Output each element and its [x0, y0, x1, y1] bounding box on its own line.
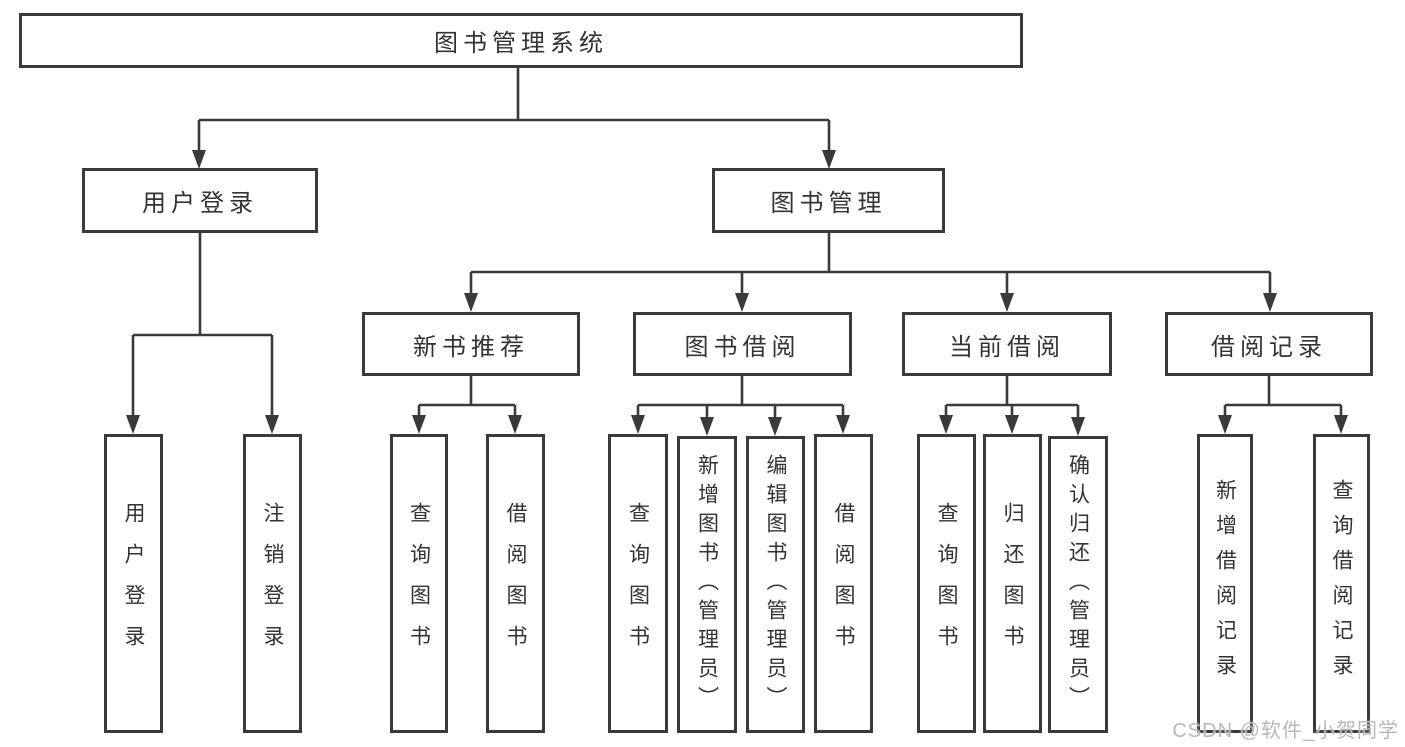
leaf-borrow-query-books-label: 查询图书: [626, 501, 650, 666]
leaf-current-confirm-return-admin-label: 确认归还（管理员）: [1066, 454, 1090, 715]
leaf-current-query-books: 查询图书: [917, 434, 976, 733]
leaf-records-query-record: 查询借阅记录: [1313, 434, 1370, 733]
node-book-borrow: 图书借阅: [633, 312, 852, 376]
node-book-borrow-label: 图书借阅: [684, 333, 801, 361]
leaf-user-login: 用户登录: [104, 434, 163, 733]
leaf-records-add-record: 新增借阅记录: [1197, 434, 1253, 733]
leaf-borrow-borrow-books-label: 借阅图书: [832, 501, 855, 666]
node-new-book-recommend-label: 新书推荐: [413, 333, 529, 361]
node-user-login-label: 用户登录: [142, 190, 258, 217]
node-book-management-label: 图书管理: [770, 190, 887, 217]
leaf-logout: 注销登录: [243, 434, 302, 733]
leaf-borrow-query-books: 查询图书: [608, 434, 668, 733]
node-root: 图书管理系统: [19, 13, 1023, 68]
leaf-logout-label: 注销登录: [261, 501, 284, 666]
leaf-records-query-record-label: 查询借阅记录: [1330, 478, 1353, 689]
leaf-recommend-borrow-books: 借阅图书: [486, 434, 545, 733]
leaf-recommend-query-books-label: 查询图书: [407, 501, 431, 666]
leaf-borrow-edit-books-admin: 编辑图书（管理员）: [746, 436, 805, 733]
leaf-current-query-books-label: 查询图书: [935, 501, 958, 666]
node-borrow-records-label: 借阅记录: [1211, 333, 1327, 361]
leaf-current-return-books-label: 归还图书: [1001, 501, 1024, 666]
node-book-management: 图书管理: [712, 168, 945, 233]
leaf-records-add-record-label: 新增借阅记录: [1213, 478, 1237, 689]
leaf-current-return-books: 归还图书: [983, 434, 1042, 733]
watermark: CSDN @软件_小贺同学: [1172, 720, 1399, 742]
node-new-book-recommend: 新书推荐: [362, 312, 580, 376]
node-current-borrow-label: 当前借阅: [949, 333, 1065, 361]
leaf-borrow-edit-books-admin-label: 编辑图书（管理员）: [764, 454, 787, 715]
node-user-login: 用户登录: [82, 168, 318, 233]
node-root-label: 图书管理系统: [434, 30, 608, 57]
node-current-borrow: 当前借阅: [902, 312, 1112, 376]
arrowheads: [126, 150, 1348, 436]
leaf-borrow-borrow-books: 借阅图书: [814, 434, 873, 733]
leaf-borrow-add-books-admin-label: 新增图书（管理员）: [695, 454, 719, 715]
leaf-current-confirm-return-admin: 确认归还（管理员）: [1048, 436, 1108, 733]
leaf-borrow-add-books-admin: 新增图书（管理员）: [677, 436, 737, 733]
leaf-recommend-query-books: 查询图书: [390, 434, 448, 733]
leaf-recommend-borrow-books-label: 借阅图书: [504, 501, 527, 666]
leaf-user-login-label: 用户登录: [122, 501, 145, 666]
node-borrow-records: 借阅记录: [1165, 312, 1373, 376]
